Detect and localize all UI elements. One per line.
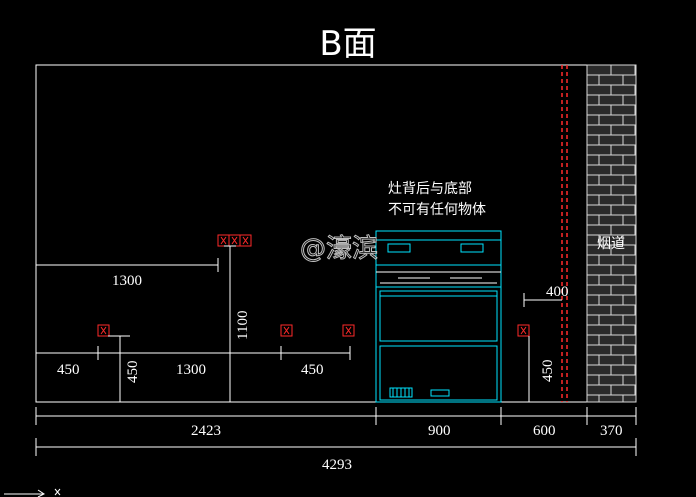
dim-1300-mid: 1300	[176, 362, 206, 378]
dim-400: 400	[546, 284, 569, 300]
dim-450-left: 450	[57, 362, 80, 378]
drawing-title: B面	[319, 24, 377, 64]
note-line-2: 不可有任何物体	[388, 202, 486, 218]
socket-right	[517, 324, 530, 337]
power-socket-icon	[280, 324, 293, 337]
cooker-appliance	[375, 230, 502, 403]
note-line-1: 灶背后与底部	[388, 181, 472, 197]
flue-brick-pattern	[586, 64, 637, 403]
dim-450-vert-left: 450	[125, 361, 141, 384]
dim-1300-top: 1300	[112, 273, 142, 289]
watermark-text: @濠滨	[300, 234, 378, 264]
dimension-lines	[35, 245, 637, 456]
power-socket-icon	[97, 324, 110, 337]
dim-600: 600	[533, 423, 556, 439]
socket-mid-right	[342, 324, 355, 337]
flue-label: 烟道	[597, 236, 625, 252]
power-socket-icon	[517, 324, 530, 337]
socket-left	[97, 324, 110, 337]
dim-900: 900	[428, 423, 451, 439]
power-socket-icon	[342, 324, 355, 337]
dim-2423: 2423	[191, 423, 221, 439]
dim-1100: 1100	[235, 311, 251, 340]
flue-boundary-lines	[561, 65, 568, 402]
ucs-axis-icon	[4, 488, 61, 497]
power-socket-icon	[239, 234, 252, 247]
dim-4293: 4293	[322, 457, 352, 473]
dim-370: 370	[600, 423, 623, 439]
dim-450-vert-right: 450	[540, 360, 556, 383]
socket-mid	[280, 324, 293, 337]
dim-450-right: 450	[301, 362, 324, 378]
socket-group-top	[217, 234, 252, 247]
